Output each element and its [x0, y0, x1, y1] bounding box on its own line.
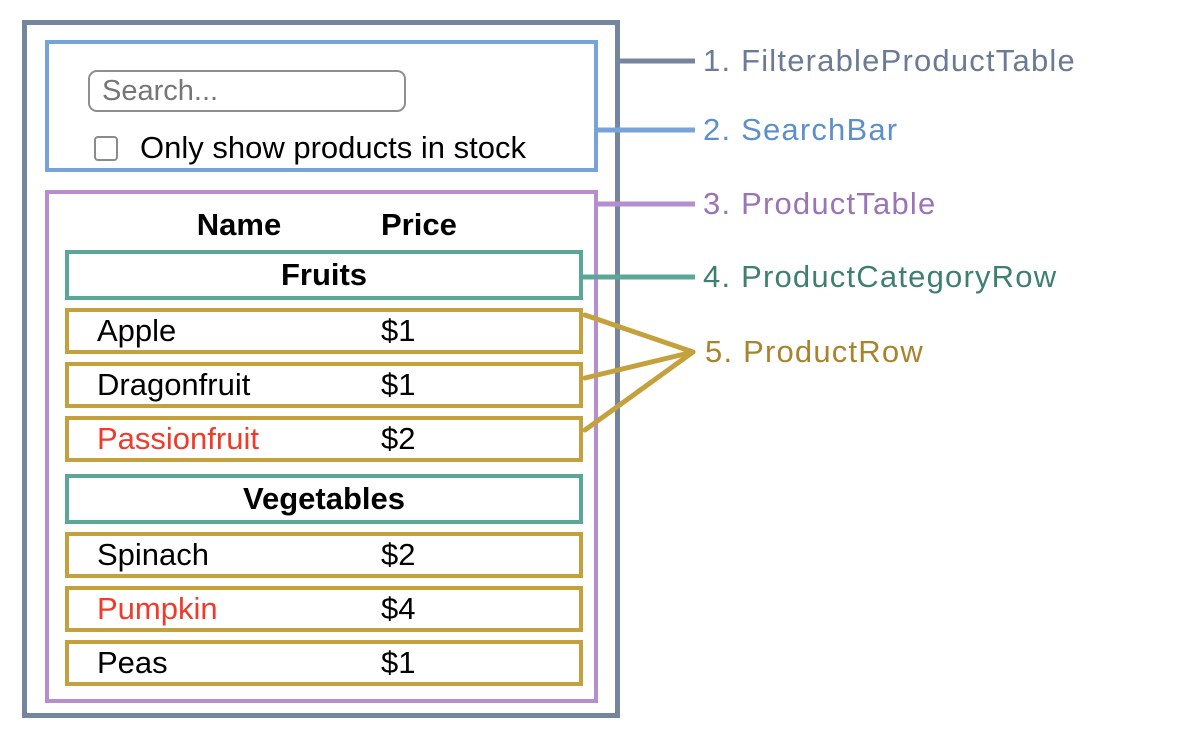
product-price: $2	[381, 421, 416, 456]
product-category-row: Vegetables	[65, 474, 583, 524]
product-price: $2	[381, 537, 416, 572]
label-product-category-row: 4. ProductCategoryRow	[703, 259, 1058, 294]
table-header-row: Name Price	[65, 204, 583, 246]
label-filterable-product-table: 1. FilterableProductTable	[703, 43, 1076, 78]
label-product-table: 3. ProductTable	[703, 186, 937, 221]
product-price: $4	[381, 591, 416, 626]
label-search-bar: 2. SearchBar	[703, 112, 899, 147]
product-row: Passionfruit $2	[65, 416, 583, 462]
in-stock-checkbox[interactable]	[94, 135, 118, 161]
product-price: $1	[381, 367, 416, 402]
product-name: Pumpkin	[97, 591, 218, 626]
search-bar-box: Only show products in stock	[45, 40, 598, 172]
table-body: Fruits Apple $1 Dragonfruit $1 Passionfr…	[65, 250, 583, 694]
column-header-price: Price	[381, 207, 457, 242]
product-row: Apple $1	[65, 308, 583, 354]
category-label: Fruits	[280, 257, 368, 292]
search-input[interactable]	[88, 70, 406, 112]
filterable-product-table-box: Only show products in stock Name Price F…	[22, 20, 620, 718]
category-label: Vegetables	[243, 481, 405, 516]
label-product-row: 5. ProductRow	[705, 334, 924, 369]
product-name: Dragonfruit	[97, 367, 251, 402]
product-category-row: Fruits	[65, 250, 583, 300]
product-name: Passionfruit	[97, 421, 259, 456]
product-row: Dragonfruit $1	[65, 362, 583, 408]
product-row: Spinach $2	[65, 532, 583, 578]
product-name: Peas	[97, 645, 168, 680]
product-row: Peas $1	[65, 640, 583, 686]
in-stock-filter-row: Only show products in stock	[94, 130, 526, 166]
product-name: Spinach	[97, 537, 210, 572]
product-price: $1	[381, 313, 416, 348]
product-table-box: Name Price Fruits Apple $1 Dragonfruit $…	[45, 190, 598, 703]
in-stock-checkbox-label: Only show products in stock	[140, 130, 526, 165]
product-row: Pumpkin $4	[65, 586, 583, 632]
column-header-name: Name	[196, 207, 282, 242]
product-name: Apple	[97, 313, 177, 348]
product-price: $1	[381, 645, 416, 680]
